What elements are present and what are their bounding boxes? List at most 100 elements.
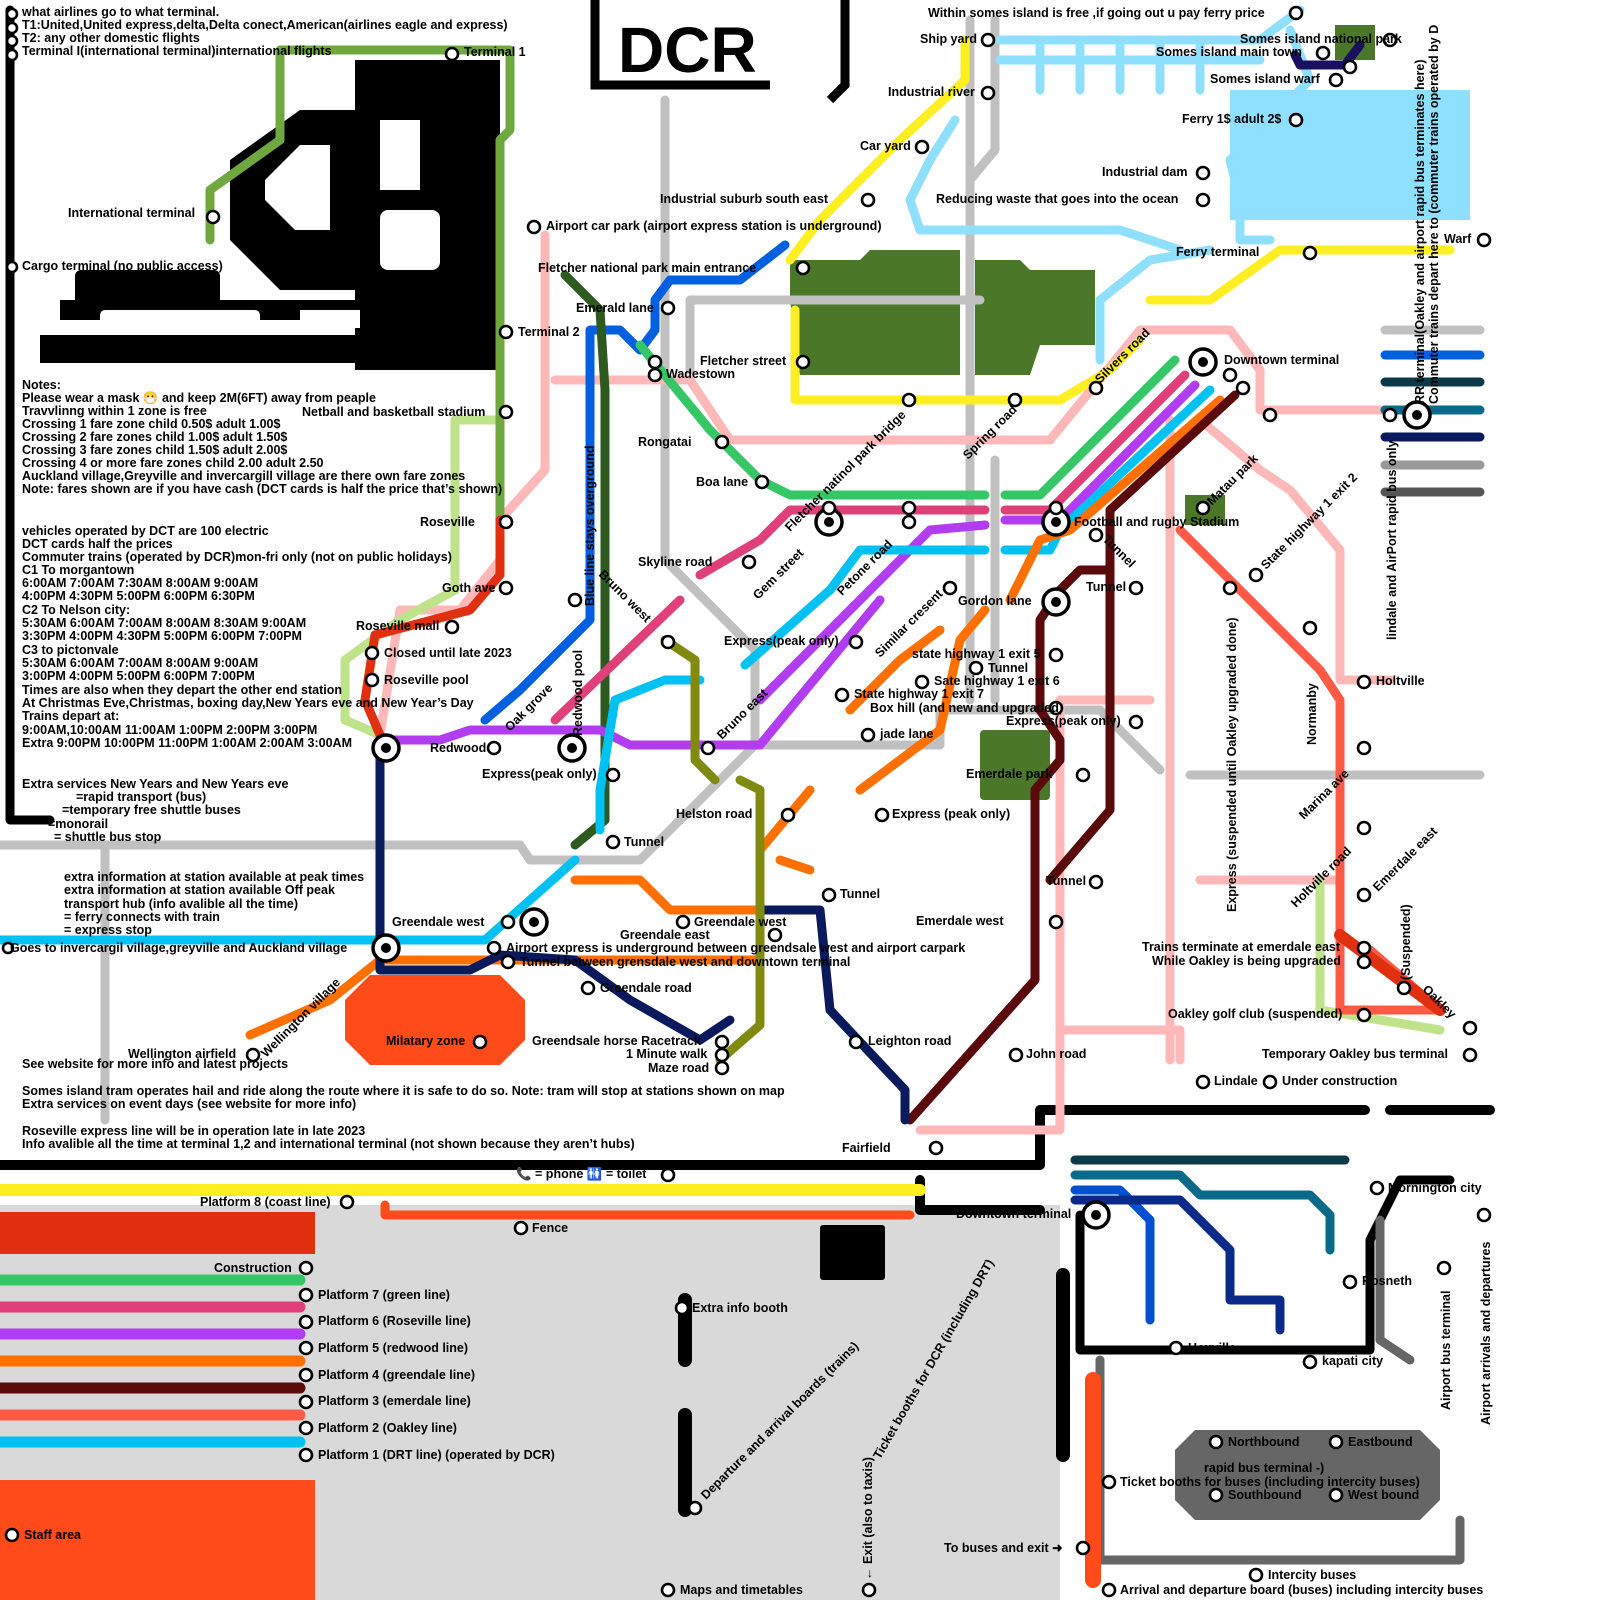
greendale-line-6: [845, 625, 945, 715]
red-line-left: [360, 515, 505, 740]
label-terminal2: Terminal 2: [518, 325, 580, 339]
label-somes-main: Somes island main town: [1156, 45, 1302, 59]
station-maze: [714, 1060, 730, 1076]
note-line: Please wear a mask 😷 and keep 2M(6FT) aw…: [22, 391, 376, 405]
label-jade: jade lane: [879, 727, 934, 741]
station-boa: [754, 474, 770, 490]
label-greendale-west-l: Greendale west: [392, 915, 485, 929]
note-line: = express stop: [64, 923, 152, 937]
label-trains-terminate: Trains terminate at emerdale east: [1142, 940, 1341, 954]
station-staff-area: [4, 1527, 20, 1543]
station-construction: [298, 1260, 314, 1276]
note-line: 6:00AM 7:00AM 7:30AM 8:00AM 9:00AM: [22, 576, 258, 590]
station-marina: [1356, 740, 1372, 756]
station-military: [472, 1034, 488, 1050]
note-line: C2 To Nelson city:: [22, 603, 130, 617]
station-fairfield: [928, 1140, 944, 1156]
label-platform4: Platform 4 (greendale line): [318, 1368, 475, 1382]
label-airport-express-note: Airport express is underground between g…: [506, 941, 965, 955]
station-temp-oakley: [1462, 1047, 1478, 1063]
rapid-bus-5: [915, 695, 1065, 1135]
station-closed: [364, 645, 380, 661]
station-express-3: [874, 807, 890, 823]
label-blue-overground: Blue line stays overground: [583, 446, 597, 606]
ferry-area: [1230, 90, 1470, 220]
label-lindale-rapid: lindale and AirPort rapid bus only: [1385, 440, 1399, 640]
station-emerdale-park: [1075, 767, 1091, 783]
label-express-3: Express (peak only): [892, 807, 1010, 821]
label-fletcher-street: Fletcher street: [700, 354, 787, 368]
notes-extra: Extra services New Years and New Years e…: [22, 777, 364, 937]
station-wadestown-2: [647, 367, 663, 383]
label-rapid-bus-terminal: rapid bus terminal -): [1204, 1461, 1324, 1475]
label-airport-bus: Airport bus terminal: [1439, 1291, 1453, 1410]
label-platform7: Platform 7 (green line): [318, 1288, 450, 1302]
label-sh1-exit7: State highway 1 exit 7: [854, 687, 984, 701]
shuttle-line: [340, 415, 505, 740]
grey-line-1: [660, 95, 1165, 775]
label-kapati: kapati city: [1322, 1354, 1383, 1368]
somes-tram: [1290, 40, 1365, 70]
station-platform4: [298, 1367, 314, 1383]
roseville-line: [550, 595, 685, 725]
label-arrival-board: Arrival and departure board (buses) incl…: [1120, 1583, 1483, 1597]
label-rosneth: Rosneth: [1362, 1274, 1412, 1288]
station-helston: [780, 807, 796, 823]
station-under-construction: [1262, 1074, 1278, 1090]
label-suspended: (Suspended): [1399, 904, 1413, 980]
note-line: Crossing 1 fare zone child 0.50$ adult 1…: [22, 417, 280, 431]
label-maps: Maps and timetables: [680, 1583, 803, 1597]
station-football-top: [1048, 500, 1064, 516]
station-tunnel-4: [1128, 580, 1144, 596]
stations: [1, 5, 1492, 1598]
label-ferry-price: Ferry 1$ adult 2$: [1182, 112, 1281, 126]
note-line: Auckland village,Greyville and invercarg…: [22, 469, 465, 483]
note-line: 9:00AM,10:00AM 11:00AM 1:00PM 2:00PM 3:0…: [22, 723, 317, 737]
label-redwood: Redwood: [430, 741, 486, 755]
label-fence: Fence: [532, 1221, 568, 1235]
station-downtown-c: [1262, 407, 1278, 423]
label-warf: Warf: [1444, 232, 1472, 246]
label-while-oakley: While Oakley is being upgraded: [1152, 954, 1341, 968]
black-line-bottom: [0, 1105, 1370, 1170]
hub-gordon-inner: [1051, 597, 1061, 607]
redwood-line-3: [925, 520, 990, 535]
note-line: Commuter trains (operated by DCR)mon-fri…: [22, 550, 452, 564]
station-matau: [1195, 500, 1211, 516]
label-platform2: Platform 2 (Oakley line): [318, 1421, 457, 1435]
note-line: extra information at station available O…: [64, 883, 335, 897]
label-skyline: Skyline road: [638, 555, 712, 569]
station-reducing: [1195, 192, 1211, 208]
label-greendale-east: Greendale east: [620, 928, 710, 942]
station-tunnel-between: [500, 954, 516, 970]
label-express-1: Express(peak only): [482, 767, 597, 781]
label-staff-area: Staff area: [24, 1528, 82, 1542]
note-line: 5:30AM 6:00AM 7:00AM 8:00AM 9:00AM: [22, 656, 258, 670]
station-fletcher-street: [795, 354, 811, 370]
note-line: Crossing 3 fare zones child 1.50$ adult …: [22, 443, 287, 457]
note-line: Extra services New Years and New Years e…: [22, 777, 288, 791]
station-phone: [660, 1167, 676, 1183]
label-to-buses: To buses and exit ➜: [944, 1541, 1063, 1555]
station-bruno-west: [660, 634, 676, 650]
station-ship-yard: [980, 32, 996, 48]
olive-line: [660, 635, 720, 785]
station-roseville-mall: [444, 619, 460, 635]
note-line: See website for more info and latest pro…: [22, 1057, 288, 1071]
station-fence: [513, 1220, 529, 1236]
station-platform5: [298, 1340, 314, 1356]
station-tunnel-5: [968, 660, 984, 676]
label-minute-walk: 1 Minute walk: [626, 1047, 707, 1061]
label-greendale-west-r: Greendale west: [694, 915, 787, 929]
kapati-line: [1070, 1195, 1285, 1335]
note-line: Extra 9:00PM 10:00PM 11:00PM 1:00AM 2:00…: [22, 736, 352, 750]
label-leighton: Leighton road: [868, 1034, 951, 1048]
dcr-logo: DCR: [590, 0, 850, 104]
note-line: 5:30AM 6:00AM 7:00AM 8:00AM 8:30AM 9:00A…: [22, 616, 306, 630]
label-tunnel-4: Tunnel: [1086, 580, 1126, 594]
station-industrial-dam: [1195, 165, 1211, 181]
station-holtville-road: [1356, 820, 1372, 836]
hoxville-line: [1070, 1185, 1155, 1325]
label-tunnel-between: Tunnel between grensdale west and downto…: [520, 955, 850, 969]
